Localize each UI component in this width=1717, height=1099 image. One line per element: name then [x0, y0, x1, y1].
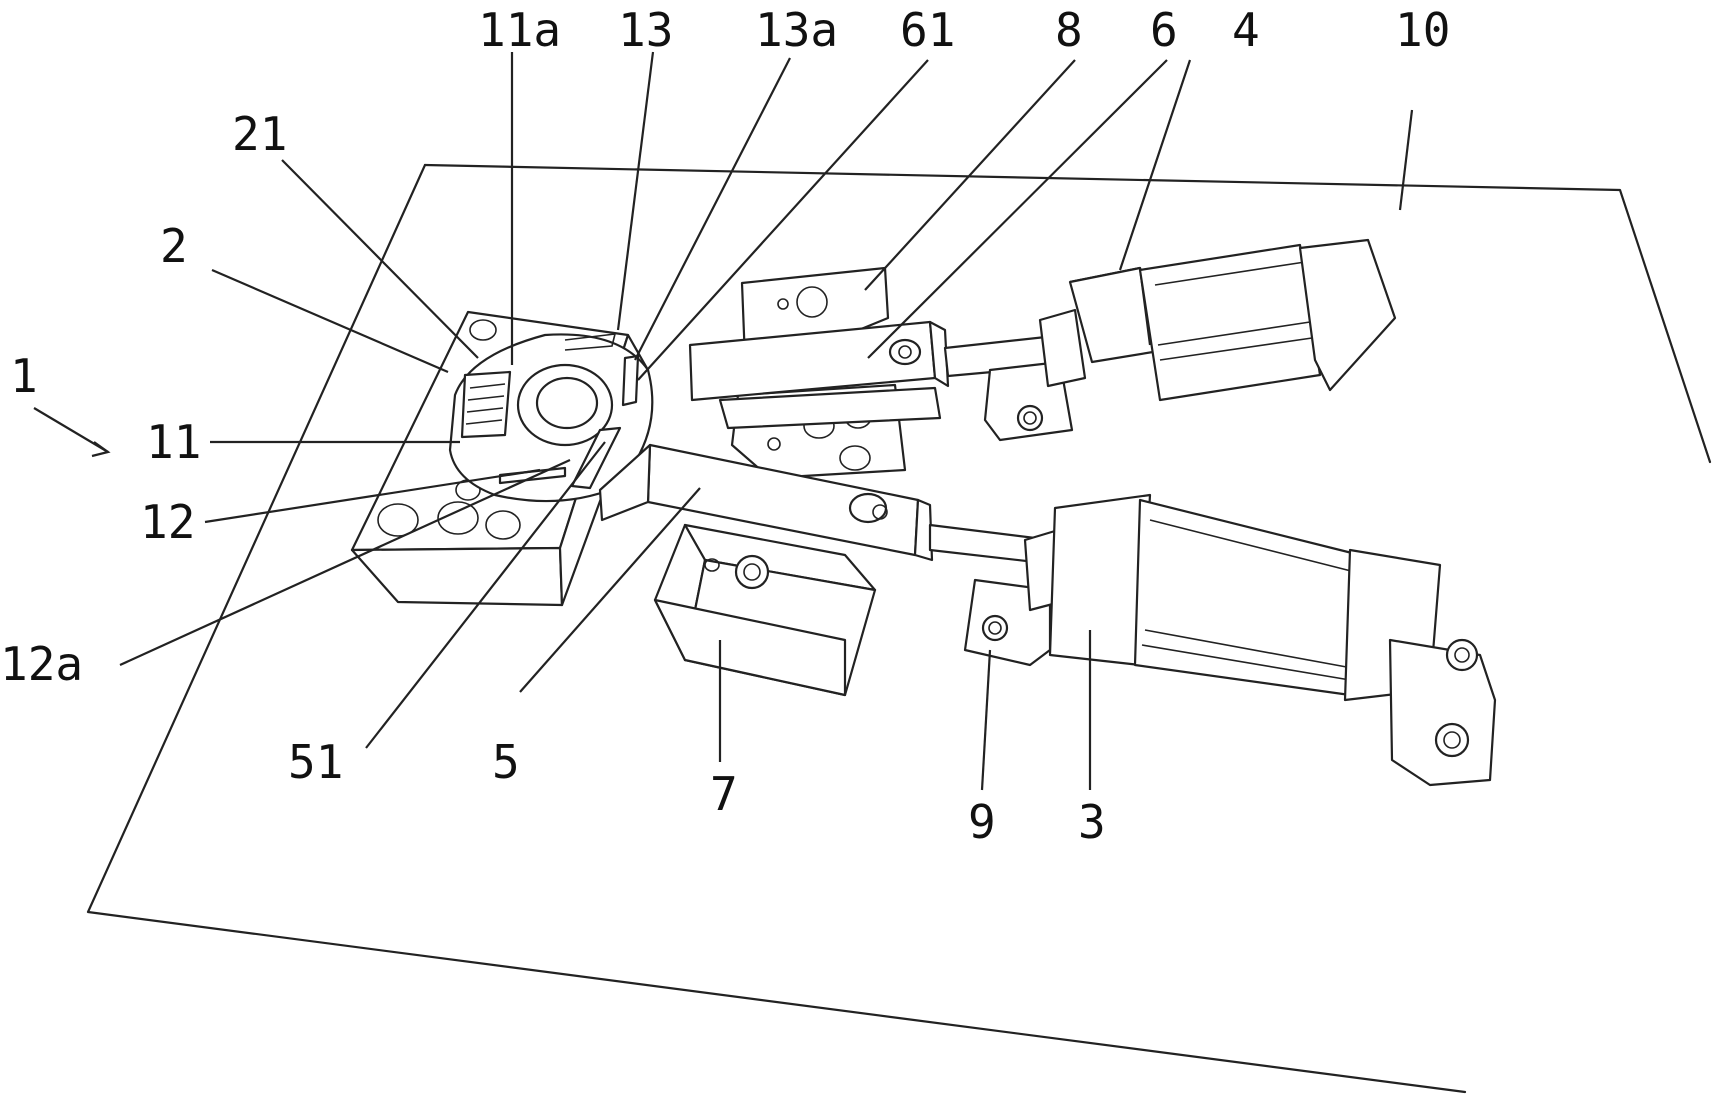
- leader-lines: [34, 52, 1412, 790]
- label-8: 8: [1055, 3, 1083, 57]
- label-61: 61: [900, 3, 955, 57]
- label-51: 51: [288, 735, 343, 789]
- reference-labels: 1 2 21 11 11a 12 12a 13 13a 61 8 6 4 10 …: [0, 3, 1450, 849]
- label-4: 4: [1232, 3, 1260, 57]
- label-6: 6: [1150, 3, 1178, 57]
- label-13: 13: [618, 3, 673, 57]
- label-2: 2: [160, 219, 188, 273]
- label-11: 11: [146, 415, 201, 469]
- label-12a: 12a: [0, 637, 83, 691]
- base-plate: [88, 165, 1710, 1092]
- label-12: 12: [140, 495, 195, 549]
- label-1: 1: [10, 349, 38, 403]
- label-7: 7: [710, 767, 738, 821]
- label-13a: 13a: [755, 3, 838, 57]
- cylinder-4: [985, 240, 1395, 440]
- label-3: 3: [1078, 795, 1106, 849]
- cylinder-3: [965, 495, 1495, 785]
- label-9: 9: [968, 795, 996, 849]
- label-10: 10: [1395, 3, 1450, 57]
- label-11a: 11a: [478, 3, 561, 57]
- label-5: 5: [492, 735, 520, 789]
- stop-block-7: [655, 525, 875, 695]
- label-21: 21: [232, 107, 287, 161]
